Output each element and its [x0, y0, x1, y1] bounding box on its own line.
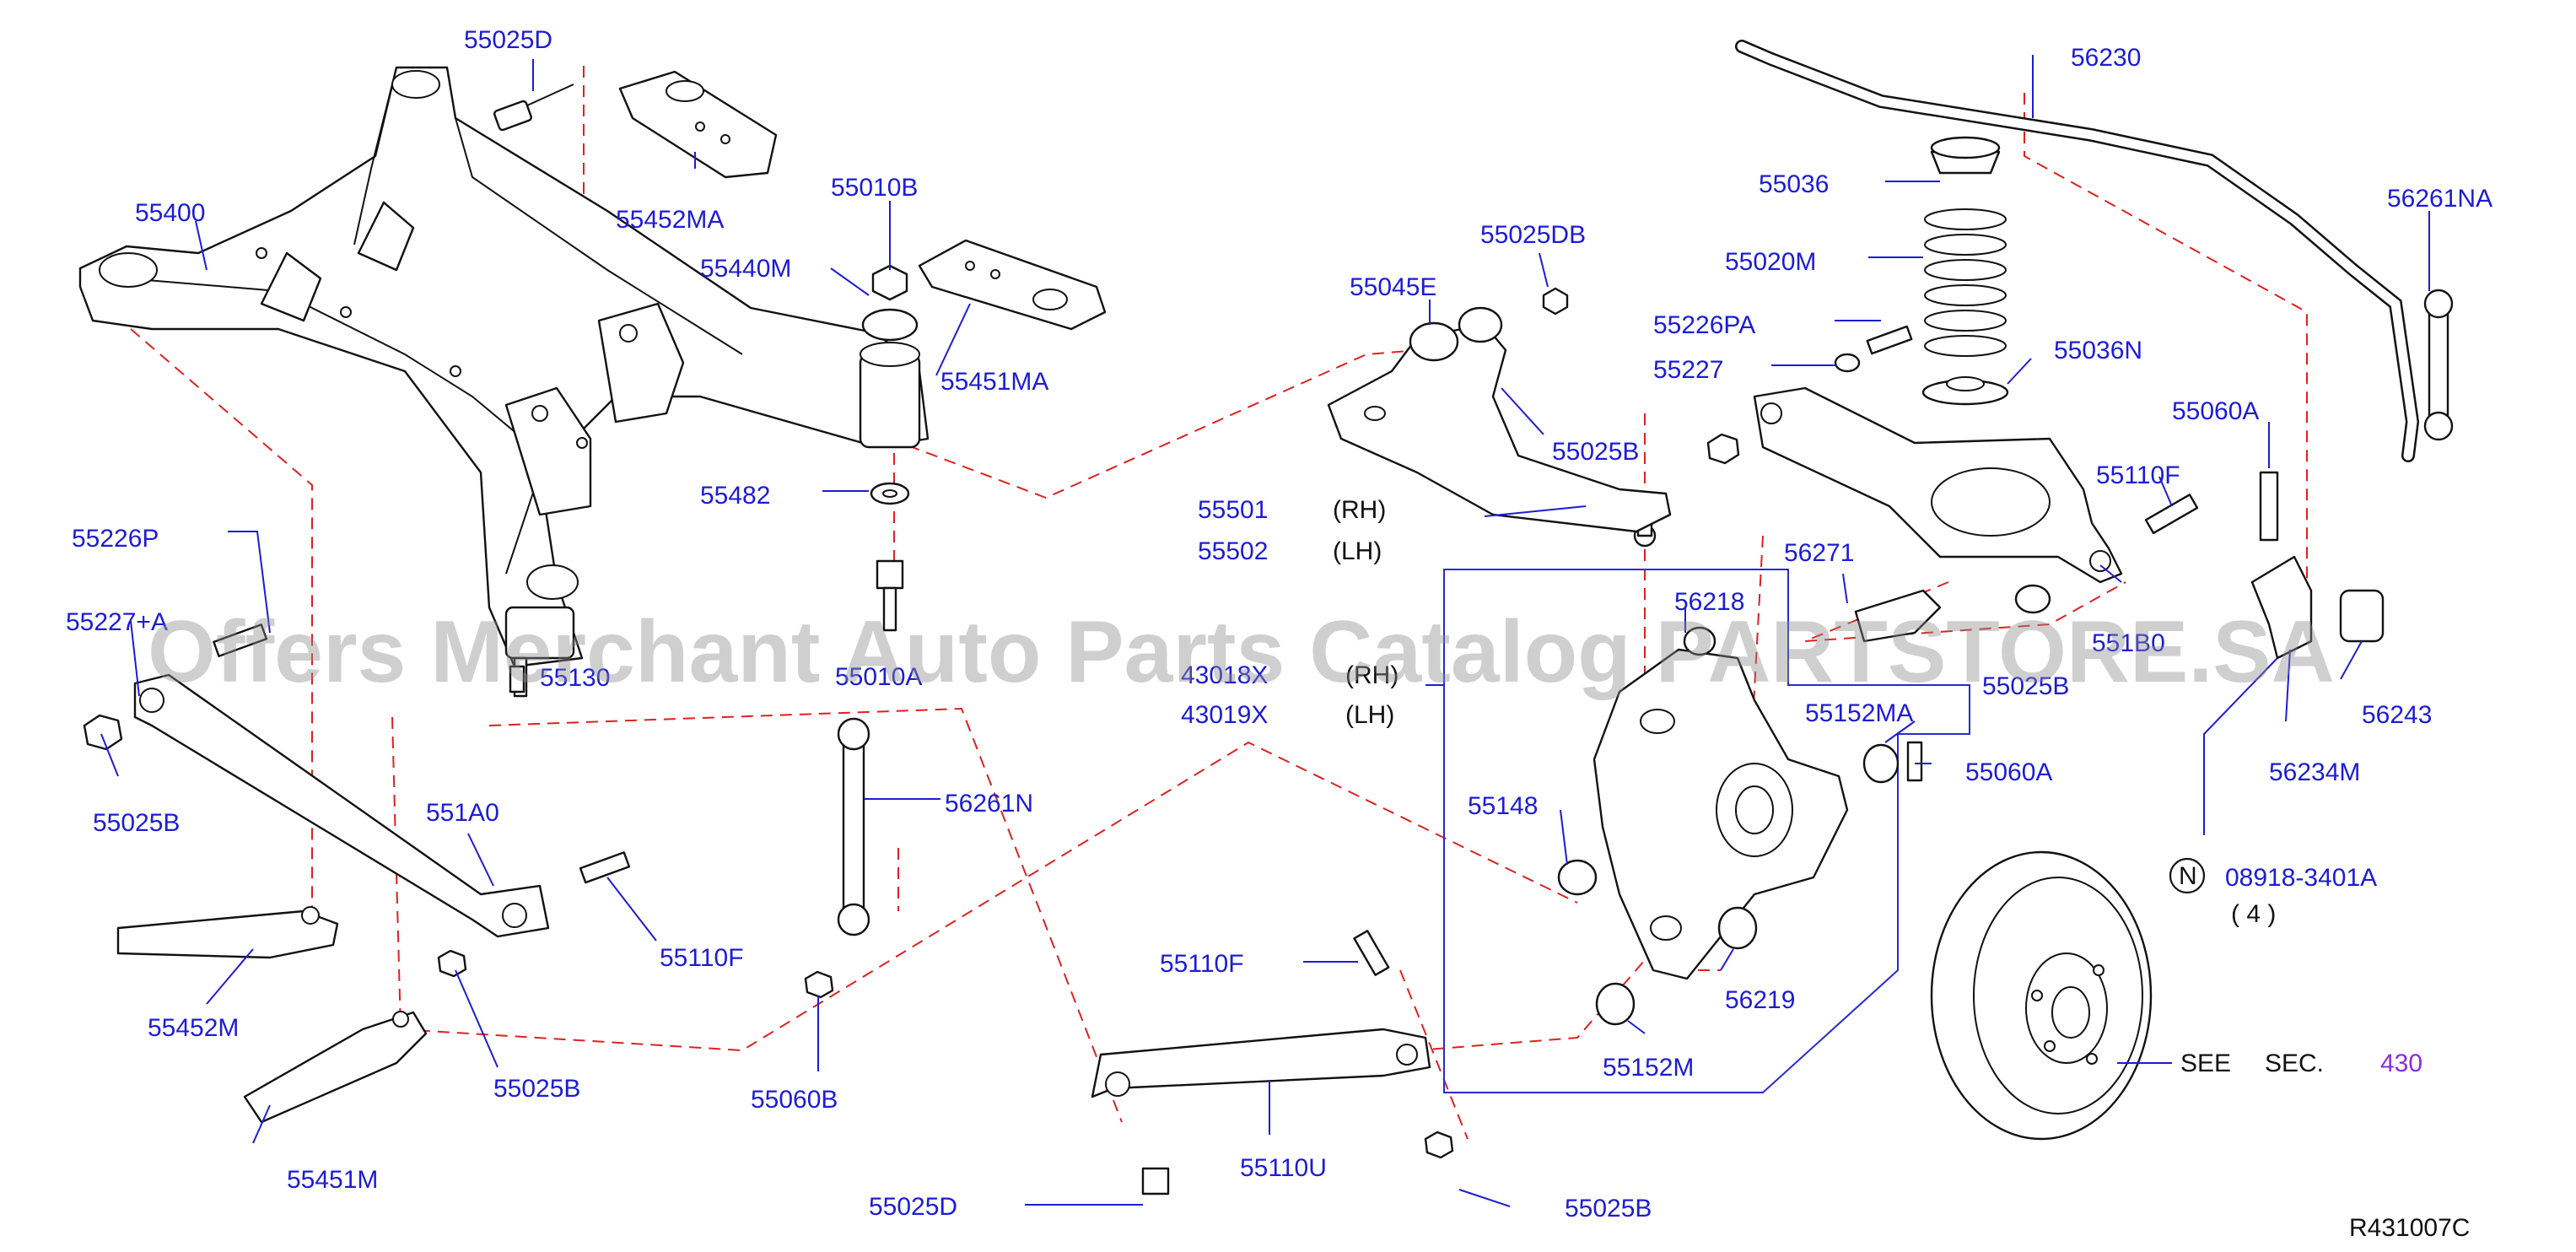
upper-arm-55501-55502 — [1327, 306, 1672, 533]
label-rh-55501: (RH) — [1333, 496, 1386, 524]
label-55025D-bottom: 55025D — [869, 1193, 957, 1221]
label-55045E: 55045E — [1350, 273, 1436, 301]
bracket-55452M — [116, 906, 339, 959]
label-quantity: ( 4 ) — [2231, 900, 2276, 928]
label-55451M: 55451M — [287, 1166, 378, 1194]
label-55440M: 55440M — [700, 255, 791, 283]
label-56230: 56230 — [2071, 44, 2141, 72]
label-55060A-mid: 55060A — [1965, 758, 2052, 786]
stabilizer-link-56261N — [837, 717, 870, 936]
label-55025DB: 55025DB — [1480, 221, 1586, 249]
label-551A0: 551A0 — [426, 799, 499, 827]
knuckle-group-outline — [1425, 569, 1970, 1093]
label-56261N: 56261N — [945, 790, 1033, 818]
stabilizer-link-56261NA — [2423, 289, 2454, 441]
label-55025B-mid: 55025B — [493, 1075, 580, 1103]
label-551B0: 551B0 — [2092, 629, 2165, 657]
label-55036: 55036 — [1759, 170, 1829, 198]
label-55152M: 55152M — [1603, 1054, 1694, 1082]
see-text: SEE — [2180, 1050, 2231, 1077]
leader-lines — [100, 55, 2430, 1207]
label-55482: 55482 — [700, 482, 770, 510]
coil-spring-55020M — [1924, 208, 2007, 357]
label-56271: 56271 — [1784, 539, 1854, 567]
label-55010A: 55010A — [835, 663, 922, 691]
sec-text: SEC. — [2265, 1050, 2324, 1077]
label-rh-43018X: (RH) — [1345, 661, 1398, 689]
label-55025D-top: 55025D — [464, 26, 552, 54]
brake-disc — [1930, 850, 2153, 1141]
label-55025B-bottom: 55025B — [1565, 1195, 1652, 1222]
label-55110U: 55110U — [1240, 1154, 1327, 1182]
link-551A0 — [133, 673, 550, 938]
label-55110F-low: 55110F — [1160, 950, 1244, 978]
label-55148: 55148 — [1468, 792, 1538, 820]
bracket-55452MA — [618, 70, 778, 179]
label-55452MA: 55452MA — [616, 206, 724, 234]
rear-suspension-member — [78, 66, 930, 698]
label-56243: 56243 — [2362, 701, 2432, 729]
label-55010B: 55010B — [831, 174, 918, 202]
label-lh-43019X: (LH) — [1345, 701, 1394, 729]
label-56218: 56218 — [1674, 588, 1744, 616]
label-55020M: 55020M — [1725, 248, 1816, 276]
part-labels: 55025D 55452MA 55400 55010B 55440M 55451… — [66, 26, 2492, 1242]
label-55227A: 55227+A — [66, 608, 168, 636]
label-55226PA: 55226PA — [1653, 311, 1755, 339]
small-fasteners — [83, 84, 2385, 1195]
note-symbol-circle — [2169, 857, 2206, 894]
section-number-link[interactable]: 430 — [2380, 1050, 2422, 1077]
label-55400: 55400 — [135, 199, 205, 227]
bracket-56271 — [1854, 589, 1942, 643]
spring-seat-55036 — [1930, 136, 2001, 175]
label-56234M: 56234M — [2269, 758, 2360, 786]
watermark-text: Offers Merchant Auto Parts Catalog PARTS… — [148, 603, 2335, 701]
label-55452M: 55452M — [148, 1014, 239, 1042]
link-55110U — [1091, 1028, 1431, 1098]
label-55227: 55227 — [1653, 356, 1723, 384]
label-lh-55502: (LH) — [1333, 537, 1382, 565]
label-55060B: 55060B — [751, 1086, 838, 1114]
label-55110F-mid: 55110F — [660, 944, 744, 972]
note-symbol: N — [2179, 862, 2197, 890]
bracket-55451M — [243, 1011, 428, 1124]
lower-arm-551B0 — [1753, 386, 2123, 584]
label-55501: 55501 — [1198, 496, 1268, 524]
label-55152MA: 55152MA — [1805, 699, 1913, 727]
diagram-code: R431007C — [2349, 1214, 2470, 1242]
label-55502: 55502 — [1198, 537, 1268, 565]
label-55451MA: 55451MA — [940, 368, 1048, 396]
label-55025B-upper: 55025B — [1552, 438, 1639, 466]
label-55130: 55130 — [540, 664, 610, 692]
label-43018X: 43018X — [1181, 661, 1268, 689]
spring-seat-55036N — [1921, 376, 2009, 406]
label-55060A-top: 55060A — [2172, 397, 2259, 425]
label-56261NA: 56261NA — [2387, 185, 2492, 213]
stabilizer-bar — [1735, 40, 2420, 462]
label-55025B-right: 55025B — [1982, 672, 2069, 700]
label-56219: 56219 — [1725, 986, 1795, 1014]
label-55226P: 55226P — [72, 525, 159, 553]
label-55025B-left: 55025B — [93, 809, 180, 837]
bushings-knuckle — [1557, 584, 2051, 1026]
axle-housing-43018X — [1592, 648, 1849, 980]
label-08918-3401A: 08918-3401A — [2225, 864, 2377, 892]
label-55036N: 55036N — [2054, 337, 2142, 364]
label-43019X: 43019X — [1181, 701, 1268, 729]
bracket-55451MA — [918, 239, 1107, 331]
label-55110F-right: 55110F — [2096, 461, 2180, 489]
